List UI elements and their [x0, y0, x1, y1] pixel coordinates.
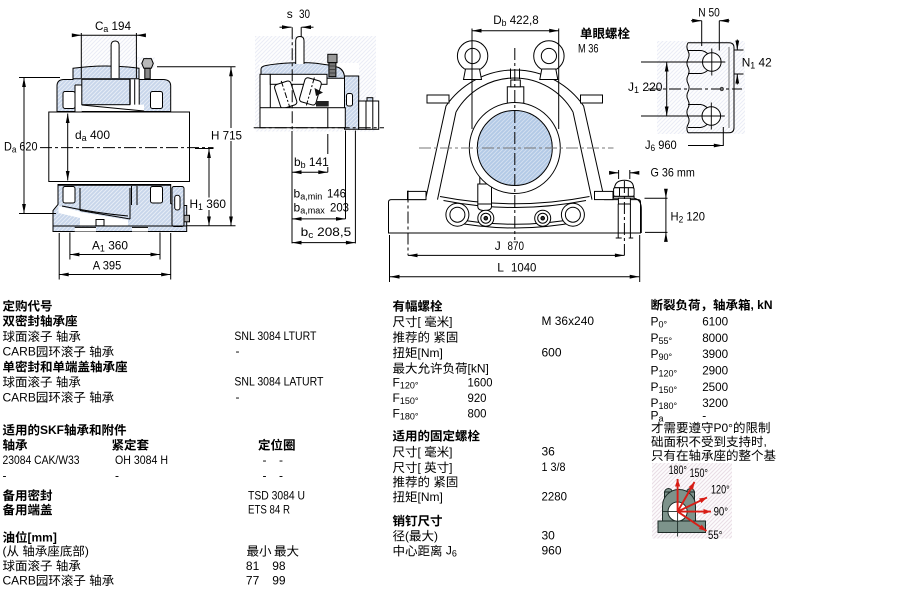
svg-text:SKF: SKF	[40, 423, 64, 437]
svg-text:-: -	[115, 469, 119, 483]
svg-text:[: [	[418, 461, 422, 475]
svg-text:90°: 90°	[714, 505, 729, 519]
svg-text:203: 203	[330, 201, 349, 215]
svg-text:6100: 6100	[702, 315, 728, 329]
svg-text:-: -	[279, 453, 283, 467]
svg-text:-: -	[236, 344, 240, 358]
svg-text:[kN]: [kN]	[468, 361, 489, 375]
svg-text:bb 141: bb 141	[294, 155, 329, 170]
svg-text:[mm]: [mm]	[28, 530, 57, 544]
svg-text:P0°: P0°	[714, 421, 734, 435]
svg-text:30: 30	[299, 7, 310, 21]
svg-text:, kN: , kN	[751, 298, 773, 312]
svg-text:Db 422,8: Db 422,8	[493, 13, 539, 28]
svg-text:8000: 8000	[702, 331, 728, 345]
svg-text:870: 870	[508, 239, 525, 253]
svg-text:(: (	[405, 529, 409, 543]
svg-text:A 395: A 395	[93, 259, 122, 273]
svg-text:98: 98	[272, 559, 286, 573]
svg-text:2280: 2280	[542, 489, 568, 503]
svg-text:36: 36	[542, 444, 556, 458]
svg-text:1600: 1600	[468, 375, 493, 389]
svg-text:-: -	[263, 469, 267, 483]
svg-text:(: (	[3, 544, 7, 558]
svg-text:,: ,	[764, 435, 767, 449]
svg-text:3900: 3900	[702, 347, 728, 361]
svg-text:30: 30	[542, 528, 556, 542]
svg-text:[: [	[418, 315, 422, 329]
svg-text:M 36: M 36	[578, 42, 599, 56]
svg-text:H2 120: H2 120	[671, 210, 706, 225]
svg-text:bc 208,5: bc 208,5	[301, 225, 352, 240]
svg-text:81: 81	[246, 559, 260, 573]
svg-text:s: s	[287, 7, 293, 21]
svg-text:]: ]	[449, 461, 452, 475]
svg-text:600: 600	[542, 345, 562, 359]
svg-text:): )	[434, 529, 438, 543]
svg-text:N 50: N 50	[698, 6, 720, 20]
svg-text:N1 42: N1 42	[742, 56, 772, 71]
svg-text:[Nm]: [Nm]	[418, 346, 443, 360]
svg-text:920: 920	[468, 391, 487, 405]
svg-text:800: 800	[468, 406, 487, 420]
svg-text:J1 220: J1 220	[628, 80, 663, 95]
svg-text:]: ]	[449, 445, 452, 459]
svg-text:3200: 3200	[702, 396, 728, 410]
svg-text:J: J	[495, 239, 501, 253]
svg-text:Da 620: Da 620	[4, 140, 38, 155]
svg-text:-: -	[3, 469, 7, 483]
svg-text:]: ]	[449, 315, 452, 329]
svg-text:TSD 3084 U: TSD 3084 U	[248, 489, 305, 503]
svg-text:1040: 1040	[511, 261, 537, 275]
svg-text:-: -	[279, 469, 283, 483]
svg-text:55°: 55°	[708, 528, 723, 542]
svg-text:146: 146	[327, 187, 346, 201]
svg-text:150°: 150°	[690, 466, 709, 480]
svg-text:CARB: CARB	[3, 345, 36, 359]
svg-text:H 715: H 715	[211, 129, 242, 143]
svg-text:77: 77	[246, 574, 260, 588]
svg-text:OH 3084 H: OH 3084 H	[115, 453, 168, 467]
svg-text:SNL 3084 LTURT: SNL 3084 LTURT	[234, 329, 317, 343]
svg-text:2500: 2500	[702, 380, 728, 394]
svg-text:SNL 3084 LATURT: SNL 3084 LATURT	[234, 375, 324, 389]
svg-text:A1 360: A1 360	[92, 239, 128, 254]
svg-text:-: -	[263, 453, 267, 467]
svg-text:[Nm]: [Nm]	[418, 490, 443, 504]
svg-text:120°: 120°	[711, 483, 730, 497]
svg-text:): )	[85, 544, 89, 558]
svg-text:L: L	[497, 261, 504, 275]
svg-text:M 36x240: M 36x240	[542, 314, 595, 328]
svg-text:-: -	[702, 409, 706, 423]
svg-text:99: 99	[272, 574, 286, 588]
svg-text:960: 960	[542, 543, 562, 557]
svg-text:J6: J6	[446, 543, 457, 558]
svg-text:G 36 mm: G 36 mm	[651, 166, 695, 180]
svg-text:-: -	[236, 390, 240, 404]
svg-text:CARB: CARB	[3, 390, 36, 404]
svg-text:Ca 194: Ca 194	[95, 19, 131, 34]
svg-text:CARB: CARB	[3, 574, 36, 588]
svg-text:da 400: da 400	[75, 128, 110, 143]
svg-text:2900: 2900	[702, 364, 728, 378]
svg-text:180°: 180°	[669, 463, 688, 477]
svg-text:J6 960: J6 960	[645, 138, 677, 153]
svg-text:23084 CAK/W33: 23084 CAK/W33	[3, 453, 80, 467]
svg-text:ETS 84 R: ETS 84 R	[248, 502, 290, 516]
svg-text:[: [	[418, 445, 422, 459]
svg-text:1 3/8: 1 3/8	[542, 460, 566, 474]
svg-text:H1 360: H1 360	[190, 197, 227, 212]
